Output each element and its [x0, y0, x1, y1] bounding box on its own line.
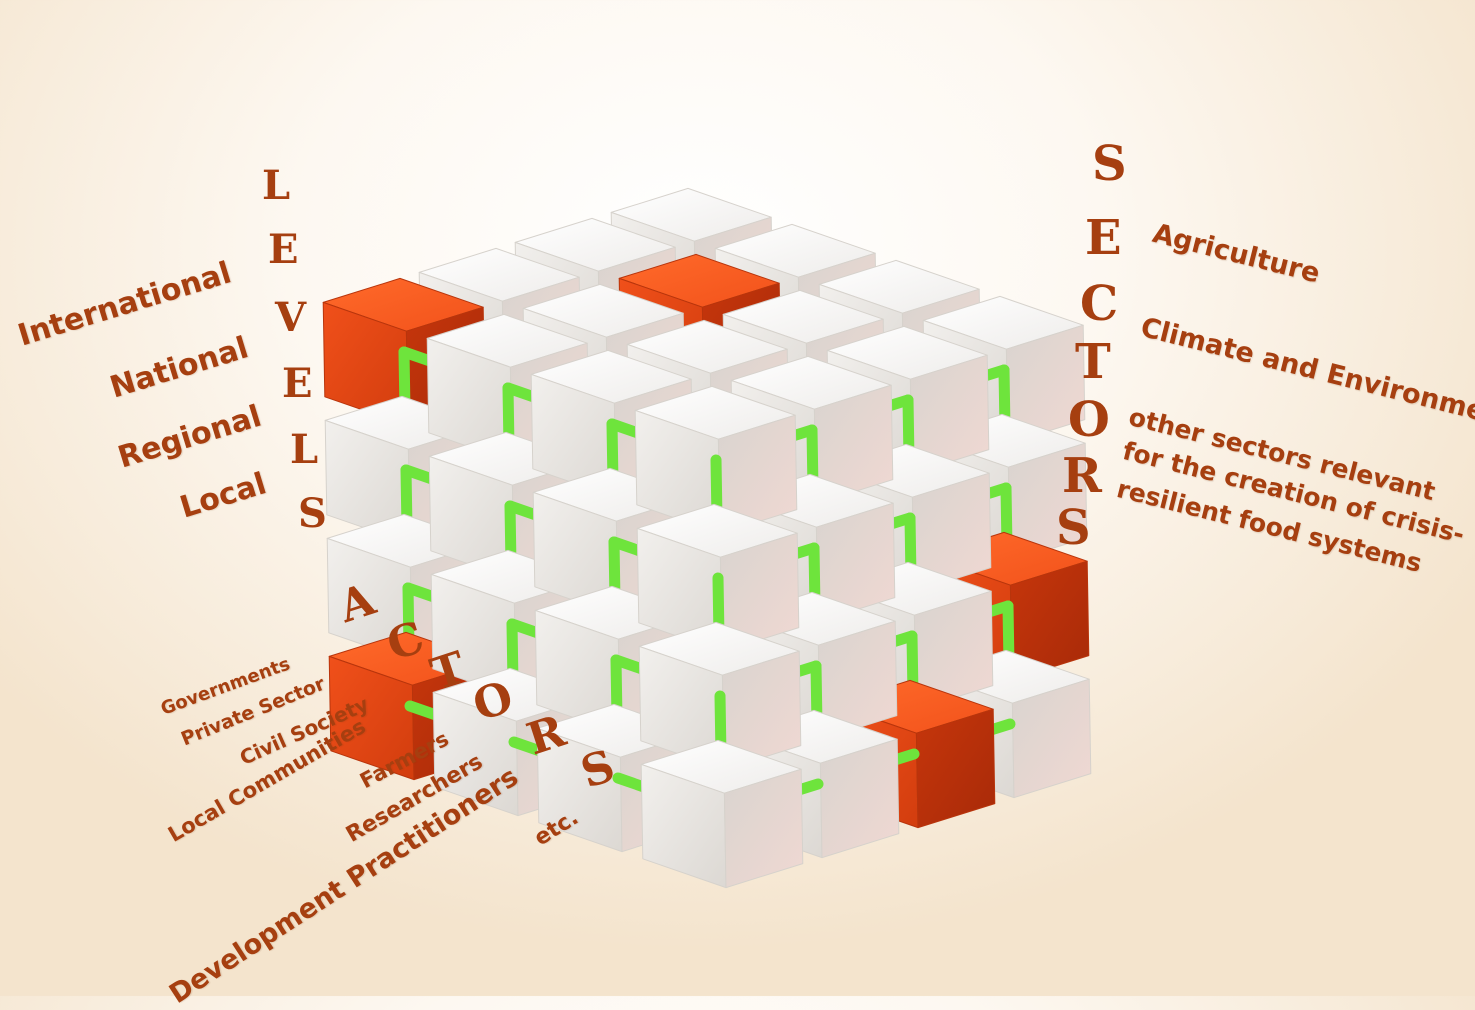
sectors-heading-letter: S: [1056, 500, 1091, 556]
sectors-heading-letter: S: [1092, 136, 1127, 192]
sectors-heading-letter: T: [1075, 334, 1111, 390]
levels-heading-letter: L: [290, 426, 319, 473]
levels-heading-letter: E: [282, 360, 313, 407]
cube-white: [640, 739, 804, 889]
cube-white: [636, 503, 800, 653]
levels-heading-letter: L: [262, 162, 291, 209]
levels-heading-letter: S: [298, 490, 327, 537]
sectors-heading-letter: O: [1068, 392, 1110, 448]
cube-white: [638, 621, 802, 771]
sectors-heading-letter: R: [1062, 448, 1102, 504]
levels-heading-letter: E: [268, 226, 299, 273]
sectors-heading-letter: E: [1085, 210, 1122, 266]
levels-heading-letter: V: [275, 294, 307, 341]
sectors-heading-letter: C: [1080, 276, 1119, 332]
cube-white: [634, 385, 798, 535]
